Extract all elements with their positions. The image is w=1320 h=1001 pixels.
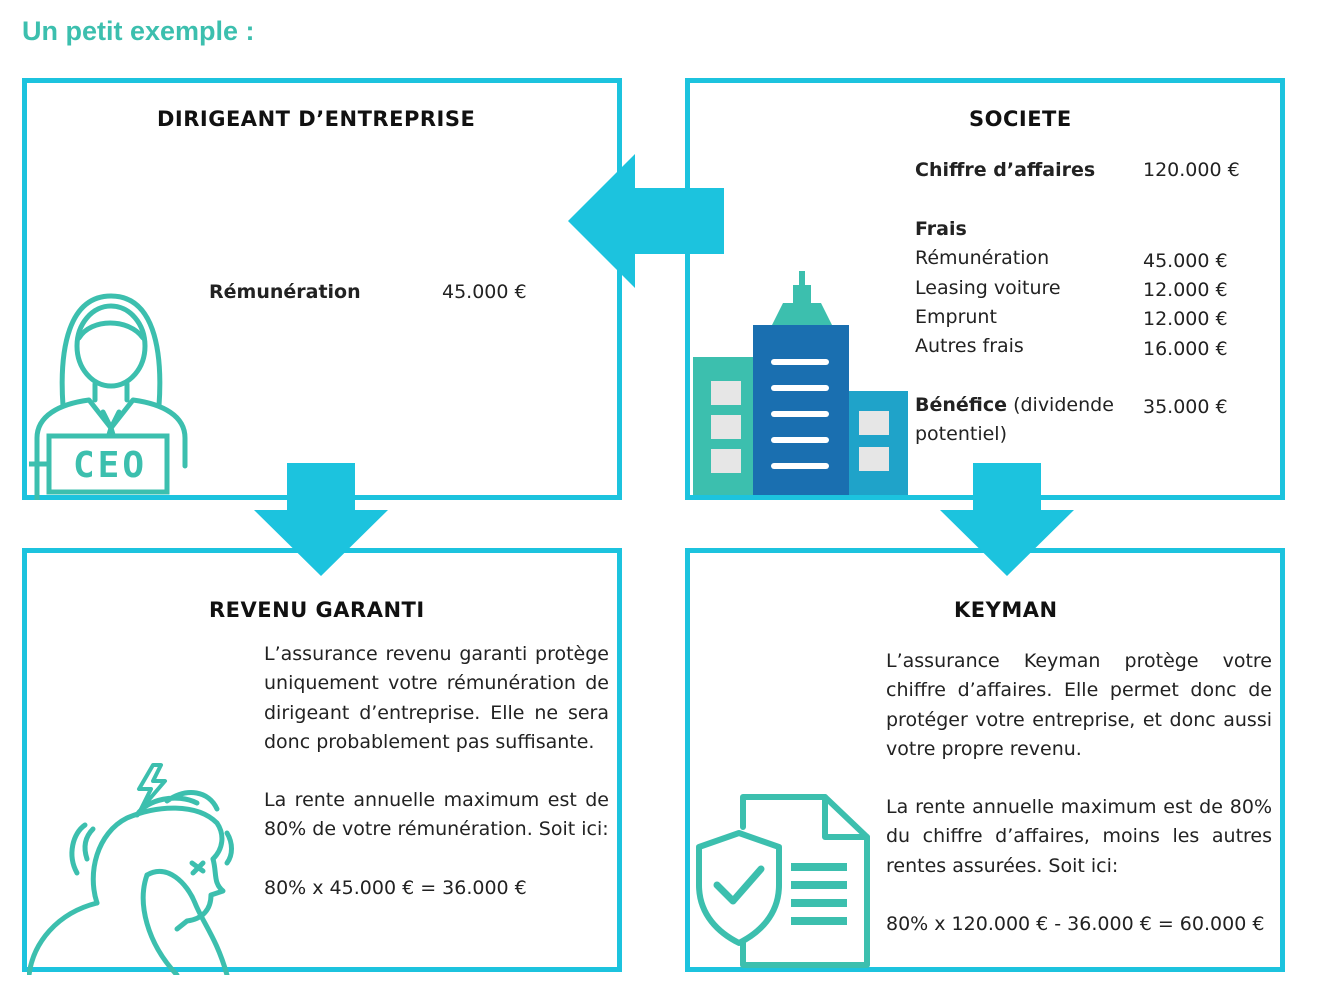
frais-item-value: 12.000 € <box>1143 308 1228 330</box>
dirigeant-remuneration-label: Rémunération <box>209 281 361 303</box>
headache-person-icon <box>27 763 234 975</box>
benefice-note: (dividende <box>1013 394 1114 416</box>
benefice-line: Bénéfice (dividende <box>915 391 1114 420</box>
keyman-paragraph: La rente annuelle maximum est de 80% du … <box>886 796 1272 877</box>
revenu-text: L’assurance revenu garanti protège uniqu… <box>264 640 609 903</box>
benefice-value: 35.000 € <box>1143 396 1228 418</box>
ca-label: Chiffre d’affaires <box>915 159 1096 181</box>
frais-item-label: Autres frais <box>915 335 1024 357</box>
panel-revenu-garanti: REVENU GARANTI L’assurance revenu garant… <box>22 548 622 975</box>
frais-item-value: 12.000 € <box>1143 279 1228 301</box>
panel-dirigeant: DIRIGEANT D’ENTREPRISE Rémunération 45.0… <box>22 78 622 500</box>
revenu-title: REVENU GARANTI <box>209 598 425 622</box>
dirigeant-remuneration-value: 45.000 € <box>442 281 527 303</box>
frais-label: Frais <box>915 218 967 240</box>
company-building-icon <box>693 271 908 495</box>
societe-title: SOCIETE <box>969 107 1072 131</box>
frais-item-label: Emprunt <box>915 306 997 328</box>
dirigeant-title: DIRIGEANT D’ENTREPRISE <box>157 107 476 131</box>
keyman-paragraph: L’assurance Keyman protège votre chiffre… <box>886 650 1272 760</box>
document-shield-icon <box>696 794 870 968</box>
ceo-badge-text: CEO <box>72 445 148 486</box>
arrow-down-icon <box>254 463 388 576</box>
benefice-label: Bénéfice <box>915 394 1008 416</box>
revenu-paragraph: La rente annuelle maximum est de 80% de … <box>264 789 609 841</box>
page-title: Un petit exemple : <box>22 16 255 46</box>
keyman-calculation: 80% x 120.000 € - 36.000 € = 60.000 € <box>886 913 1265 936</box>
arrow-left-icon <box>568 154 724 288</box>
arrow-down-icon <box>940 463 1074 576</box>
ca-value: 120.000 € <box>1143 159 1240 181</box>
panel-societe: SOCIETE Chiffre d’affaires 120.000 € Fra… <box>685 78 1285 500</box>
revenu-paragraph: L’assurance revenu garanti protège uniqu… <box>264 643 609 753</box>
frais-item-label: Rémunération <box>915 247 1050 269</box>
panel-keyman: KEYMAN L’assurance Keyman protège votre … <box>685 548 1285 972</box>
ceo-person-icon <box>29 293 188 500</box>
frais-item-label: Leasing voiture <box>915 277 1061 299</box>
frais-item-value: 45.000 € <box>1143 250 1228 272</box>
frais-item-value: 16.000 € <box>1143 338 1228 360</box>
keyman-text: L’assurance Keyman protège votre chiffre… <box>886 647 1272 939</box>
keyman-title: KEYMAN <box>954 598 1058 622</box>
benefice-note-2: potentiel) <box>915 423 1007 445</box>
revenu-calculation: 80% x 45.000 € = 36.000 € <box>264 876 527 899</box>
